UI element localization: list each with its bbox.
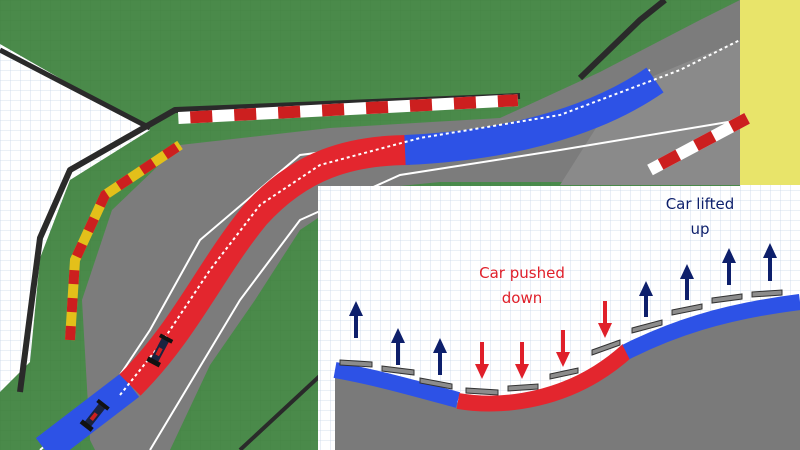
arrow-up [433, 338, 447, 375]
barrier-wall-outer [17, 93, 521, 393]
profile-car [465, 387, 499, 396]
arrow-up [639, 281, 653, 317]
profile-line-blue-left [333, 362, 461, 408]
profile-car [711, 293, 743, 304]
profile-car [751, 289, 783, 298]
profile-car [381, 365, 415, 376]
profile-line-red [456, 344, 634, 412]
profile-car [507, 383, 539, 392]
profile-car [549, 367, 579, 380]
arrow-up [722, 248, 736, 285]
profile-line-blue-right [622, 294, 800, 360]
barrier-wall-left [0, 47, 152, 131]
arrow-down [556, 330, 570, 367]
label-car-pushed-down-line2: down [501, 289, 543, 307]
arrow-down [598, 301, 612, 338]
arrow-up [349, 301, 363, 338]
label-car-pushed-down: Car pushed [479, 264, 565, 282]
label-car-lifted-up-line2: up [690, 220, 710, 238]
profile-car [671, 303, 703, 316]
racing-line-blue-exit [404, 67, 664, 165]
profile-car [591, 339, 621, 356]
arrow-up [680, 264, 694, 300]
kerb-top [178, 94, 519, 124]
kerb-right [647, 113, 750, 176]
arrow-down [475, 342, 489, 379]
profile-car [419, 377, 453, 390]
race-car [146, 333, 174, 368]
label-car-lifted-up: Car lifted [665, 195, 735, 213]
elevation-ground [335, 304, 800, 450]
profile-car [631, 319, 663, 334]
arrow-up [391, 328, 405, 365]
profile-car [339, 359, 373, 368]
barrier-wall-inner [577, 0, 667, 81]
side-panel [740, 0, 800, 185]
arrow-down [515, 342, 529, 379]
racing-line-blue-entry [35, 373, 140, 450]
elevation-inset [318, 186, 800, 450]
race-car [79, 398, 110, 432]
arrow-up [763, 243, 777, 281]
